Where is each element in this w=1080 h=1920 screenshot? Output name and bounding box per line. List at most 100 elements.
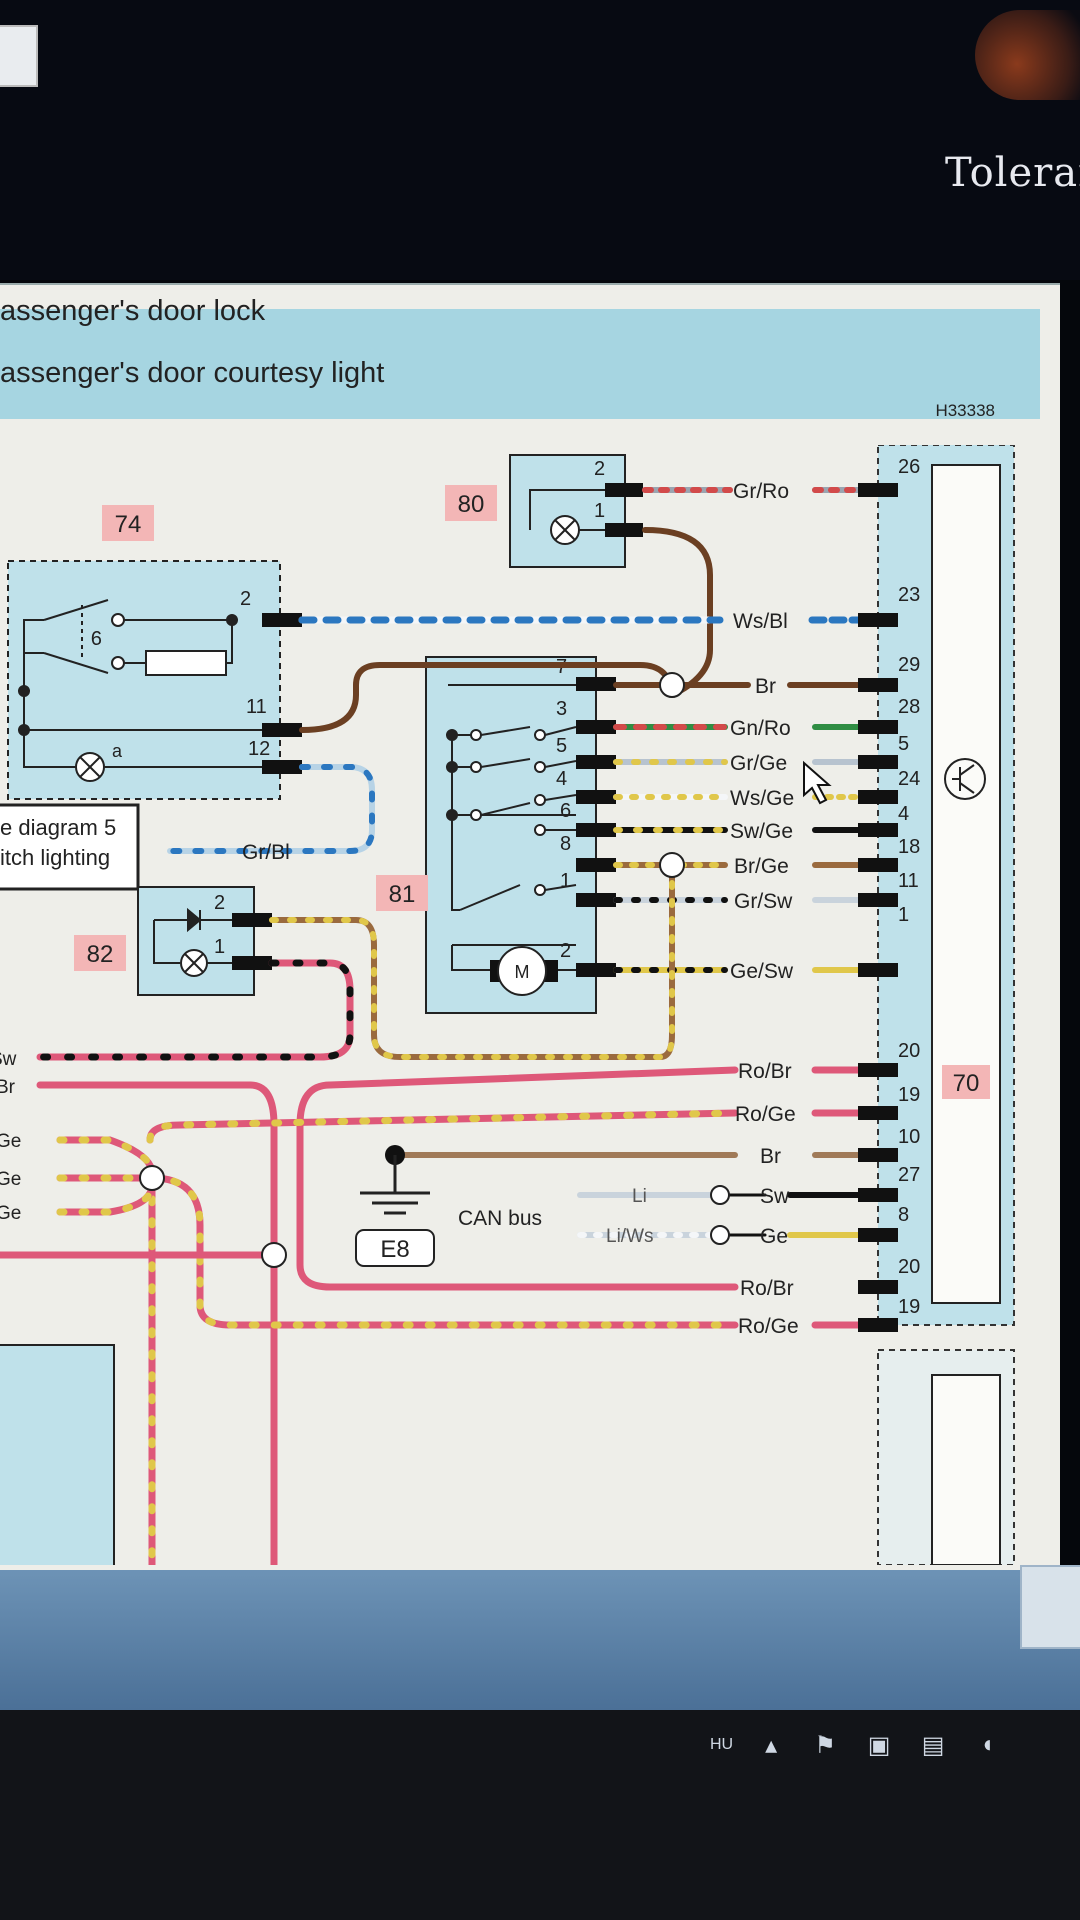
component-81-label: 81	[389, 881, 416, 908]
wire-label-gr-ge: Gr/Ge	[730, 752, 787, 775]
wire-label-ge: Ge	[760, 1225, 788, 1248]
left-edge-wire-labels: Sw Br Ge Ge Ge	[0, 1049, 21, 1224]
component-80-badge	[445, 485, 497, 521]
windows-taskbar	[0, 1570, 1080, 1710]
component-70-pin-27: 27	[898, 1164, 920, 1186]
component-74-lamp	[75, 752, 105, 782]
cross-reference-note-box	[0, 803, 140, 891]
component-70-pin-4: 4	[898, 803, 909, 825]
taskbar-app-tile[interactable]	[1020, 1565, 1080, 1649]
lower-module	[931, 1374, 1001, 1565]
ground-symbol-e8: E8	[355, 1145, 435, 1267]
lower-module-pin-19: 19	[898, 1296, 920, 1318]
show-hidden-icons-icon[interactable]: ▴	[765, 1731, 778, 1759]
component-70-pin-24: 24	[898, 768, 920, 790]
component-70-pin-8: 8	[898, 1204, 909, 1226]
wire-label-ge-sw: Ge/Sw	[730, 960, 794, 983]
component-74-pin-2: 2	[240, 588, 251, 610]
component-82-badge	[74, 935, 126, 971]
left-wire-label-br: Br	[0, 1077, 16, 1098]
diagram-reference-code: H33338	[935, 401, 995, 420]
component-70-pin-11: 11	[898, 870, 919, 892]
mouse-cursor	[803, 760, 832, 805]
component-70-pin-5: 5	[898, 733, 909, 755]
component-74-box	[7, 560, 281, 800]
component-70-pin-connectors	[858, 483, 898, 1332]
component-70-pin-23: 23	[898, 584, 920, 606]
component-80-pin-2: 2	[594, 458, 605, 480]
component-81-pin-6: 6	[560, 800, 571, 822]
document-viewer: assenger's door lock assenger's door cou…	[0, 283, 1060, 1575]
component-81-pin-5: 5	[556, 735, 567, 757]
component-80-box	[509, 454, 626, 568]
wiring-diagram: 70 80 2	[0, 445, 1015, 1565]
component-81-switches	[446, 684, 577, 971]
wire-label-sw-ge: Sw/Ge	[730, 820, 793, 843]
left-wire-label-ge-2: Ge	[0, 1169, 21, 1190]
wire-label-ro-ge: Ro/Ge	[735, 1103, 796, 1126]
component-74-switch-number: 9	[91, 626, 102, 648]
component-74-lamp-label: a	[112, 741, 123, 761]
component-81-pin-3: 3	[556, 698, 567, 720]
component-70-pin-29: 29	[898, 654, 920, 676]
component-82-label: 82	[87, 941, 114, 968]
component-70-pin-10: 10	[898, 1126, 920, 1148]
courtesy-lamp-symbol	[529, 489, 610, 545]
wire-junctions	[139, 672, 730, 1268]
component-81-pin-8: 8	[560, 833, 571, 855]
component-74-pin-12: 12	[248, 738, 270, 760]
diagram-title-line-2: assenger's door courtesy light	[0, 357, 385, 389]
component-82-pin-1: 1	[214, 936, 225, 958]
language-indicator[interactable]: HU	[710, 1736, 734, 1753]
volume-icon[interactable]: ◖	[979, 1731, 995, 1758]
wire-label-ws-ge: Ws/Ge	[730, 787, 794, 810]
component-81-pin-1: 1	[560, 870, 571, 892]
diagram-title-line-1: assenger's door lock	[0, 295, 266, 327]
wire-label-ws-bl: Ws/Bl	[733, 610, 788, 633]
component-82-box	[137, 886, 255, 996]
window-corner-tab[interactable]	[0, 25, 38, 87]
component-80-pin-1: 1	[594, 500, 605, 522]
component-70-pin-28: 28	[898, 696, 920, 718]
ground-label-e8: E8	[380, 1236, 409, 1263]
component-74-switch	[18, 599, 270, 768]
component-74-pin-11: 11	[246, 696, 267, 718]
wire-label-br: Br	[755, 675, 776, 698]
component-81-pin-connectors	[576, 677, 616, 977]
component-81-pin-4: 4	[556, 768, 567, 790]
component-82-pin-2: 2	[214, 892, 225, 914]
can-bus-label: CAN bus	[458, 1207, 542, 1230]
component-70-module	[931, 464, 1001, 1304]
partial-component-bottom-left	[0, 1344, 115, 1565]
action-center-flag-icon[interactable]: ⚑	[814, 1731, 836, 1759]
lower-module-pin-20: 20	[898, 1256, 920, 1278]
component-81-pin-2: 2	[560, 940, 571, 962]
component-70-pin-numbers: 26 23 29 28 5 24 4 18 11 1 20 19 10 27 8…	[898, 456, 920, 1318]
component-70-label: 70	[953, 1070, 980, 1097]
wire-label-sw: Sw	[760, 1185, 790, 1208]
wire-traces	[0, 487, 862, 1565]
app-logo-graphic	[975, 10, 1080, 100]
component-81-badge	[376, 875, 428, 911]
wire-label-br-ge: Br/Ge	[734, 855, 789, 878]
wire-label-br-ground: Br	[760, 1145, 781, 1168]
wire-label-li: Li	[632, 1186, 647, 1207]
component-70-pin-19: 19	[898, 1084, 920, 1106]
component-74-badge	[102, 505, 154, 541]
component-74-label: 74	[115, 511, 142, 538]
display-icon[interactable]: ▤	[921, 1731, 945, 1759]
app-logo-text: Toleranc	[945, 150, 1080, 196]
wire-color-labels: Gr/Ro Ws/Bl Br Gn/Ro Gr/Ge Ws/Ge Sw/Ge B…	[242, 480, 799, 1338]
component-80-label: 80	[458, 491, 485, 518]
note-line-2: itch lighting	[0, 845, 110, 870]
wire-label-ro-br-lower: Ro/Br	[740, 1277, 794, 1300]
note-line-1: e diagram 5	[0, 815, 116, 840]
left-wire-label-ge-3: Ge	[0, 1203, 21, 1224]
wire-label-gr-bl: Gr/Bl	[242, 841, 290, 864]
wire-label-li-ws: Li/Ws	[606, 1226, 654, 1247]
network-icon[interactable]: ▣	[867, 1731, 891, 1759]
component-70-pin-1: 1	[898, 904, 909, 926]
left-wire-label-ge-1: Ge	[0, 1131, 21, 1152]
system-tray: HU ▴ ⚑ ▣ ▤ ◖	[710, 1720, 1080, 1770]
diagram-title-banner: assenger's door lock assenger's door cou…	[0, 295, 1040, 420]
